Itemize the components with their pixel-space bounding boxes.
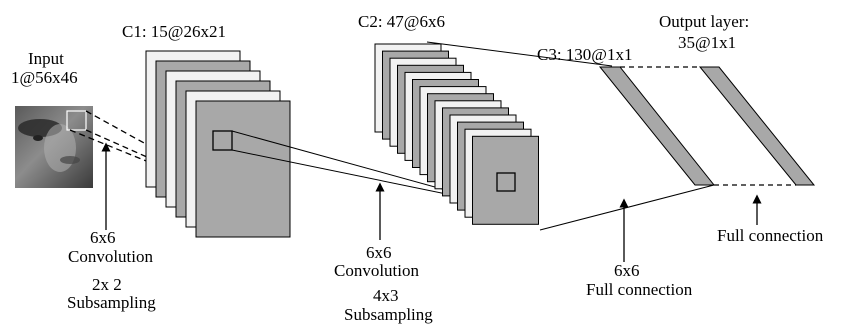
output-layer-shape	[698, 66, 816, 186]
c1-feature-map-6	[195, 100, 291, 238]
op2-kernel-label: 6x6	[366, 243, 392, 262]
op1-kernel-label: 6x6	[90, 228, 116, 247]
c3-to-output-projection	[620, 66, 796, 186]
op3-full-connection-label: Full connection	[586, 280, 693, 299]
op4-full-connection-label: Full connection	[717, 226, 824, 245]
input-title: Input	[28, 49, 64, 68]
c1-feature-map-stack	[145, 50, 291, 238]
op1-convolution-label: Convolution	[68, 247, 154, 266]
c2-feature-map-stack	[374, 43, 539, 225]
input-face-image	[15, 106, 93, 188]
op1-subsampling-size: 2x 2	[92, 275, 122, 294]
c2-label: C2: 47@6x6	[358, 12, 445, 31]
output-layer-dimensions: 35@1x1	[678, 33, 737, 52]
c1-receptive-field	[212, 130, 233, 151]
c3-label: C3: 130@1x1	[537, 45, 633, 64]
op3-kernel-label: 6x6	[614, 261, 640, 280]
c1-label: C1: 15@26x21	[122, 22, 226, 41]
op2-subsampling-label: Subsampling	[344, 305, 433, 324]
output-layer-title: Output layer:	[659, 12, 750, 31]
input-receptive-field	[66, 110, 87, 131]
input-dimensions: 1@56x46	[11, 68, 78, 87]
op1-subsampling-label: Subsampling	[67, 293, 156, 312]
op2-subsampling-size: 4x3	[373, 286, 399, 305]
c2-receptive-field	[496, 172, 516, 192]
c3-layer-shape	[598, 66, 716, 186]
c2-feature-map-14	[472, 135, 539, 225]
op2-convolution-label: Convolution	[334, 261, 420, 280]
